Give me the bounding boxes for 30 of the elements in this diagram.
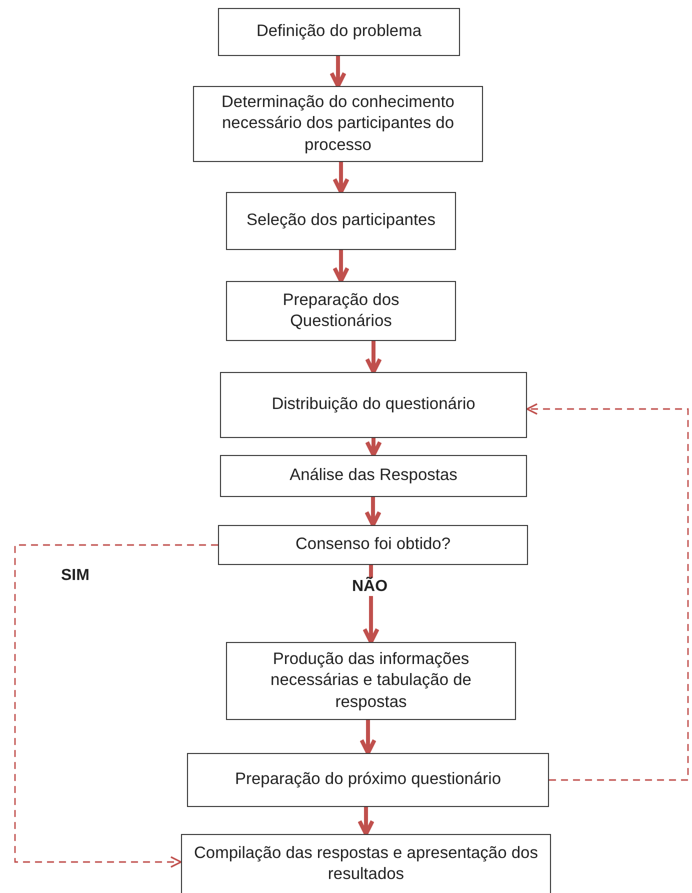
arrow xyxy=(365,341,382,374)
arrow xyxy=(358,807,374,836)
step-text: Análise das Respostas xyxy=(290,465,458,486)
process-box xyxy=(220,455,527,497)
process-box xyxy=(218,525,528,565)
arrow xyxy=(330,56,346,88)
step-text: Compilação das respostas e apresentação dos resultados xyxy=(193,842,539,885)
step-text: Determinação do conhecimento necessário dos participantes do processo xyxy=(220,92,456,156)
process-box xyxy=(226,642,516,720)
step-text: Seleção dos participantes xyxy=(246,210,436,232)
arrow xyxy=(360,720,376,755)
step-text: Produção das informações necessárias e tabulação de respostas xyxy=(270,648,472,713)
process-box xyxy=(226,281,456,341)
process-box xyxy=(220,372,527,438)
dashed-arrow xyxy=(14,544,218,868)
process-box xyxy=(193,86,483,162)
arrow xyxy=(332,250,350,283)
dashed-arrow xyxy=(526,403,689,781)
arrow xyxy=(364,497,382,527)
process-box xyxy=(187,753,549,807)
step-text: Consenso foi obtido? xyxy=(295,534,451,556)
arrow xyxy=(332,162,350,194)
arrow xyxy=(365,438,382,457)
step-text: Distribuição do questionário xyxy=(272,394,476,416)
step-text: Preparação dos Questionários xyxy=(282,290,400,332)
step-text: Preparação do próximo questionário xyxy=(235,769,501,790)
process-box xyxy=(226,192,456,250)
step-text: Definição do problema xyxy=(256,21,422,42)
process-box xyxy=(218,8,460,56)
process-box xyxy=(181,834,551,893)
